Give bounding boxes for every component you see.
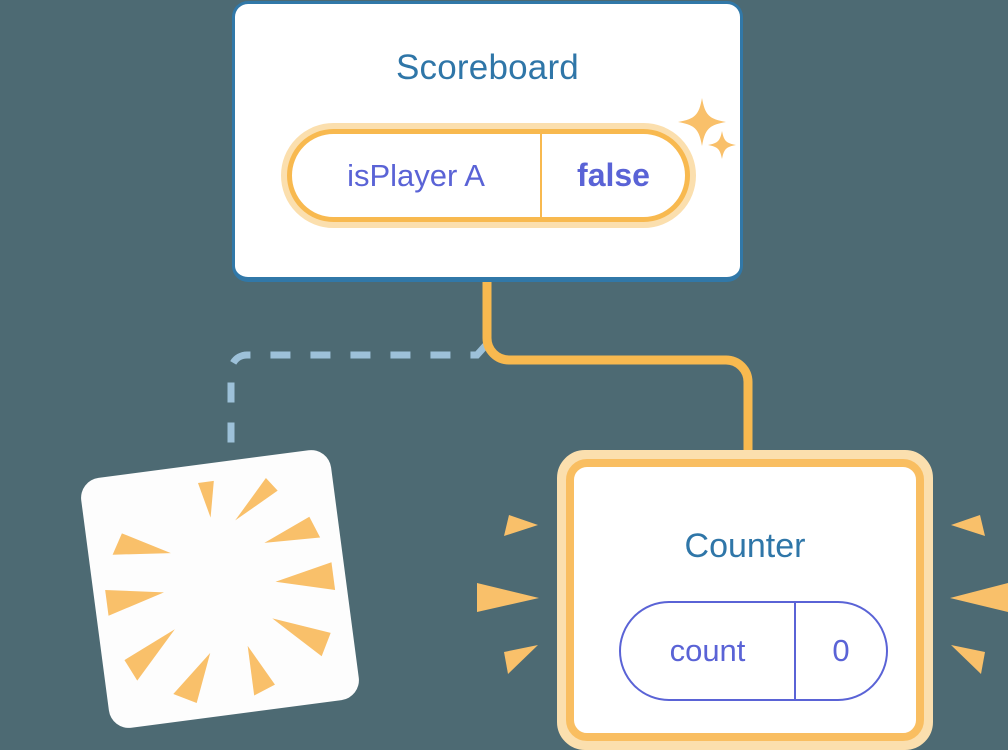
counter-state-value: 0	[832, 633, 850, 668]
counter-title: Counter	[684, 527, 806, 565]
scoreboard-state-key: isPlayer A	[292, 134, 542, 217]
connector-scoreboard-to-counter	[482, 282, 753, 462]
burst-rays-icon	[105, 478, 336, 704]
counter-ray-left-bottom	[504, 645, 538, 674]
counter-ray-left-middle	[477, 583, 539, 612]
ghost-component-card[interactable]	[78, 447, 362, 731]
scoreboard-state-value: false	[577, 157, 650, 193]
sparkle-small-icon	[708, 131, 736, 159]
scoreboard-state-pill-inner: isPlayer A false	[287, 129, 690, 222]
counter-component-card-inner: Counter count 0	[566, 459, 924, 741]
scoreboard-state-pill[interactable]: isPlayer A false	[281, 123, 696, 228]
counter-component-card[interactable]: Counter count 0	[557, 450, 933, 750]
sparkle-large-icon	[678, 98, 726, 146]
counter-state-key: count	[621, 603, 796, 699]
counter-ray-right-bottom	[951, 645, 985, 674]
scoreboard-component-card[interactable]: Scoreboard isPlayer A false	[232, 1, 743, 282]
scoreboard-title: Scoreboard	[396, 48, 579, 87]
counter-state-pill[interactable]: count 0	[619, 601, 888, 701]
counter-ray-right-middle	[950, 583, 1008, 612]
counter-ray-left-top	[504, 515, 538, 536]
connector-scoreboard-to-ghost	[227, 342, 489, 470]
counter-ray-right-top	[951, 515, 985, 536]
